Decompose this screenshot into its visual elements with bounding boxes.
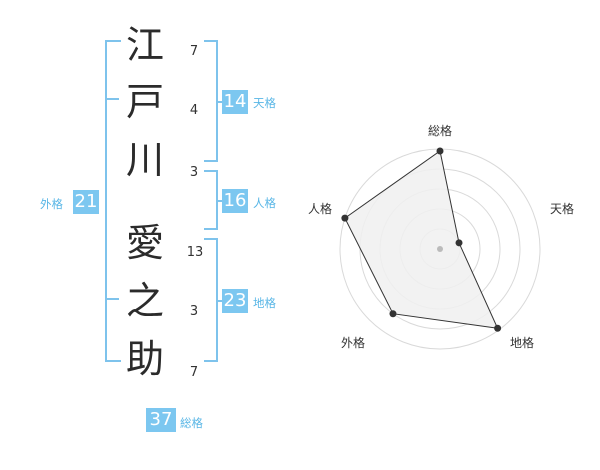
radar-center-point bbox=[437, 246, 443, 252]
tenkaku-value-box: 14 bbox=[222, 90, 248, 114]
stroke-count-1: 7 bbox=[189, 44, 199, 59]
stroke-count-5: 3 bbox=[189, 304, 199, 319]
jinkaku-value-box: 16 bbox=[222, 189, 248, 213]
gaikaku-tick-2 bbox=[105, 298, 119, 300]
name-char-5: 之 bbox=[125, 279, 164, 323]
radar-label-tenkaku: 天格 bbox=[550, 202, 575, 216]
radar-point-tenkaku bbox=[455, 239, 463, 247]
stroke-count-2: 4 bbox=[189, 103, 199, 118]
name-char-2: 戸 bbox=[125, 80, 164, 124]
jinkaku-connector bbox=[216, 200, 222, 202]
gaikaku-label: 外格 bbox=[40, 197, 63, 211]
tenkaku-label: 天格 bbox=[253, 96, 276, 110]
gaikaku-tick-1 bbox=[105, 98, 119, 100]
chikaku-value-box: 23 bbox=[222, 289, 248, 313]
radar-point-soukaku bbox=[436, 147, 444, 155]
radar-label-gaikaku: 外格 bbox=[341, 336, 366, 350]
radar-point-chikaku bbox=[494, 324, 502, 332]
tenkaku-connector bbox=[216, 101, 222, 103]
radar-point-jinkaku bbox=[341, 214, 349, 222]
radar-label-soukaku: 総格 bbox=[428, 124, 453, 138]
gaikaku-value-box: 21 bbox=[73, 190, 99, 214]
name-char-4: 愛 bbox=[125, 221, 164, 265]
radar-data-polygon bbox=[344, 150, 499, 329]
name-char-3: 川 bbox=[125, 138, 164, 182]
name-char-6: 助 bbox=[125, 337, 164, 381]
soukaku-label: 総格 bbox=[180, 416, 203, 430]
radar-label-jinkaku: 人格 bbox=[308, 202, 333, 216]
stroke-count-6: 7 bbox=[189, 365, 199, 380]
radar-label-chikaku: 地格 bbox=[510, 336, 535, 350]
radar-points bbox=[341, 147, 502, 332]
gaikaku-bracket bbox=[105, 40, 121, 362]
stroke-count-4: 13 bbox=[186, 245, 204, 260]
radar-chart bbox=[339, 147, 541, 350]
chikaku-label: 地格 bbox=[253, 296, 276, 310]
name-char-1: 江 bbox=[125, 23, 164, 67]
radar-point-gaikaku bbox=[389, 310, 397, 318]
soukaku-value-box: 37 bbox=[146, 408, 176, 432]
chikaku-connector bbox=[216, 300, 222, 302]
jinkaku-label: 人格 bbox=[253, 196, 276, 210]
stroke-count-3: 3 bbox=[189, 165, 199, 180]
